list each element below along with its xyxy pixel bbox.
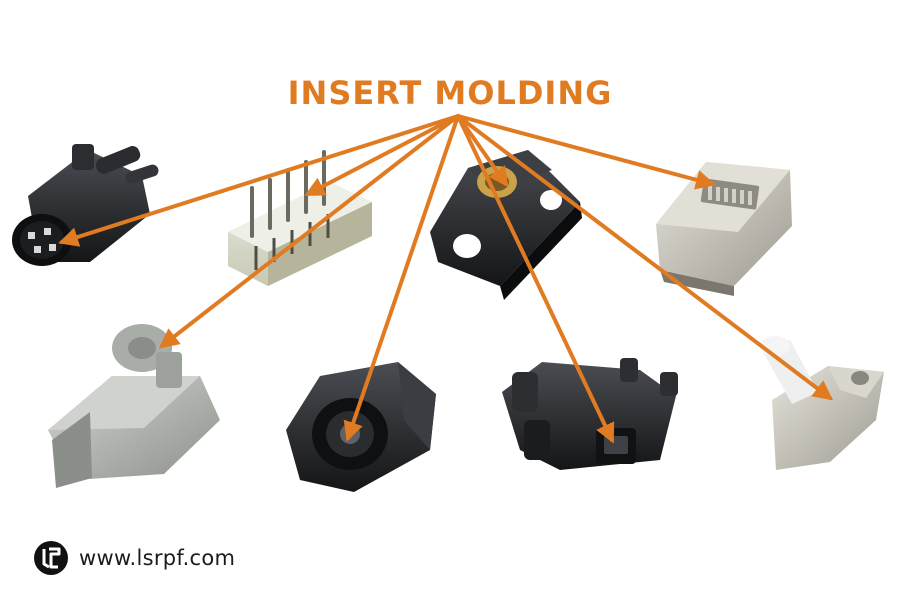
- ignition-coil-image: [502, 358, 678, 470]
- diagram-title: INSERT MOLDING: [287, 74, 613, 112]
- arrows: [58, 114, 834, 444]
- pin-header-block-image: [228, 150, 372, 286]
- footer: www.lsrpf.com: [33, 540, 235, 576]
- map-pressure-sensor-image: [48, 324, 220, 488]
- arrow-automotive-connector: [58, 114, 460, 247]
- speed-sensor-image: [760, 336, 884, 470]
- arrow-map-pressure-sensor: [158, 114, 460, 349]
- metal-housing-connector-image: [656, 162, 792, 296]
- arrow-speed-sensor: [456, 114, 834, 401]
- arrow-throttle-position-sensor: [343, 114, 460, 442]
- website-link[interactable]: www.lsrpf.com: [79, 546, 236, 570]
- lsrpf-logo-icon: [34, 541, 68, 575]
- arrow-brass-insert-mount: [456, 114, 509, 188]
- arrow-metal-housing-connector: [456, 114, 716, 190]
- automotive-connector-image: [12, 144, 159, 266]
- brass-insert-mount-image: [430, 150, 582, 300]
- arrow-pin-header-block: [304, 114, 460, 196]
- arrow-ignition-coil: [456, 114, 615, 444]
- throttle-position-sensor-image: [286, 362, 436, 492]
